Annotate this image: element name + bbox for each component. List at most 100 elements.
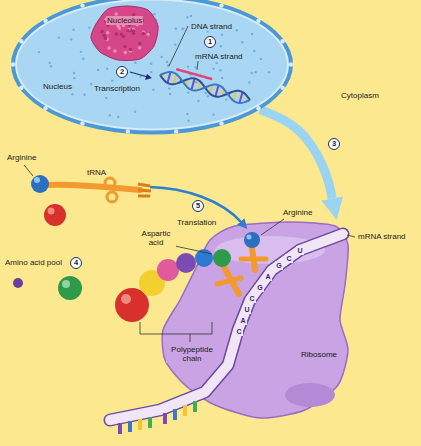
leader-line [197,61,198,70]
nuclear-pore [126,129,130,133]
base-tooth [128,421,132,432]
chromatin-dot [80,51,82,53]
nuclear-pore [19,86,23,90]
trna-backbone [49,185,140,190]
amino-acid-ball [58,276,82,300]
arrowhead [145,74,152,80]
aspartic-acid-ball [213,249,231,267]
chromatin-dot [106,68,108,70]
base-pair [191,78,194,89]
step-label: Transcription [93,84,141,93]
chromatin-dot [182,28,184,30]
amino-acid-ball [13,278,23,288]
callout-number: 1 [204,36,216,48]
nucleolus-speckle [138,46,142,50]
trna-loop [107,192,117,202]
envelope-gap [15,0,289,131]
base-pair [167,72,170,83]
part-label: mRNA strand [357,232,407,241]
base-tooth [148,417,152,428]
base-pair [239,92,242,103]
chromatin-dot [152,88,154,90]
nucleolus-speckle [132,31,136,35]
base-tooth [138,419,142,430]
part-label: Polypeptide chain [166,345,218,363]
callout-number: 2 [116,66,128,78]
chromatin-dot [212,68,214,70]
leader-line [190,334,191,342]
amino-acid-ball [44,204,66,226]
codon-base: U [243,305,251,314]
callout-number: 4 [70,257,82,269]
nuclear-pore [80,121,84,125]
chromatin-dot [207,95,209,97]
polypeptide-bead [195,249,213,267]
chromatin-dot [88,26,90,28]
region-label: Cytoplasm [340,91,380,100]
nucleolus-speckle [124,51,128,55]
chromatin-dot [251,33,253,35]
chromatin-dot [139,76,141,78]
nuclear-pore [19,39,23,43]
transport-arrow [260,109,332,198]
nuclear-pore [219,121,223,125]
chromatin-dot [194,66,196,68]
chromatin-dot [215,62,217,64]
chromatin-dot [190,15,192,17]
nucleolus-body: Nucleolus [88,4,160,62]
part-label: mRNA strand [194,52,244,61]
leader-line [175,246,212,254]
nuclear-pore [289,62,293,66]
chromatin-dot [186,16,188,18]
codon-base: A [239,316,247,325]
base-tooth [118,423,122,434]
mrna-strand [176,69,212,79]
chromatin-dot [187,91,189,93]
base-tooth [193,401,197,412]
callout-number: 5 [192,200,204,212]
chromatin-dot [90,83,92,85]
nucleus-compartment: Nucleus Nucleolus [6,0,298,137]
nucleolus-speckle [113,49,117,53]
nuclear-pore [174,129,178,133]
nucleolus-speckle [129,48,133,52]
mrna-strand-core [110,234,343,420]
base-tooth [173,409,177,420]
chromatin-dot [248,81,250,83]
nuclear-pore [43,19,47,23]
codon-base: C [235,327,243,336]
ribosome-outline [162,222,348,418]
part-label: Aspartic acid [136,229,176,247]
part-label: DNA strand [190,22,233,31]
nucleolus-speckle [138,42,142,46]
mrna-bases [120,401,195,434]
chromatin-dot [166,61,168,63]
chromatin-dot [225,98,227,100]
nucleolus-speckle [126,29,130,33]
callout-number: 3 [328,138,340,150]
chromatin-dot [186,113,188,115]
chromatin-dot [260,58,262,60]
chromatin-dot [109,114,111,116]
nuclear-pore [280,86,284,90]
chromatin-dot [150,71,152,73]
part-label: tRNA [86,168,107,177]
base-pair [215,85,218,96]
arginine-ball [31,175,49,193]
nucleolus-speckle [123,45,127,49]
chromatin-dot [219,69,221,71]
chromatin-dot [50,65,52,67]
chromatin-dot [97,69,99,71]
ball-highlight [121,294,131,304]
chromatin-dot [134,111,136,113]
trna-arms [217,278,241,284]
chromatin-dot [250,72,252,74]
node-label: Nucleus [42,82,73,91]
bracket [140,322,212,334]
codon-base: A [264,272,272,281]
nuclear-pore [256,19,260,23]
chromatin-dot [117,116,119,118]
chromatin-dot [254,71,256,73]
step-label: Translation [176,218,217,227]
chromatin-dot [73,77,75,79]
